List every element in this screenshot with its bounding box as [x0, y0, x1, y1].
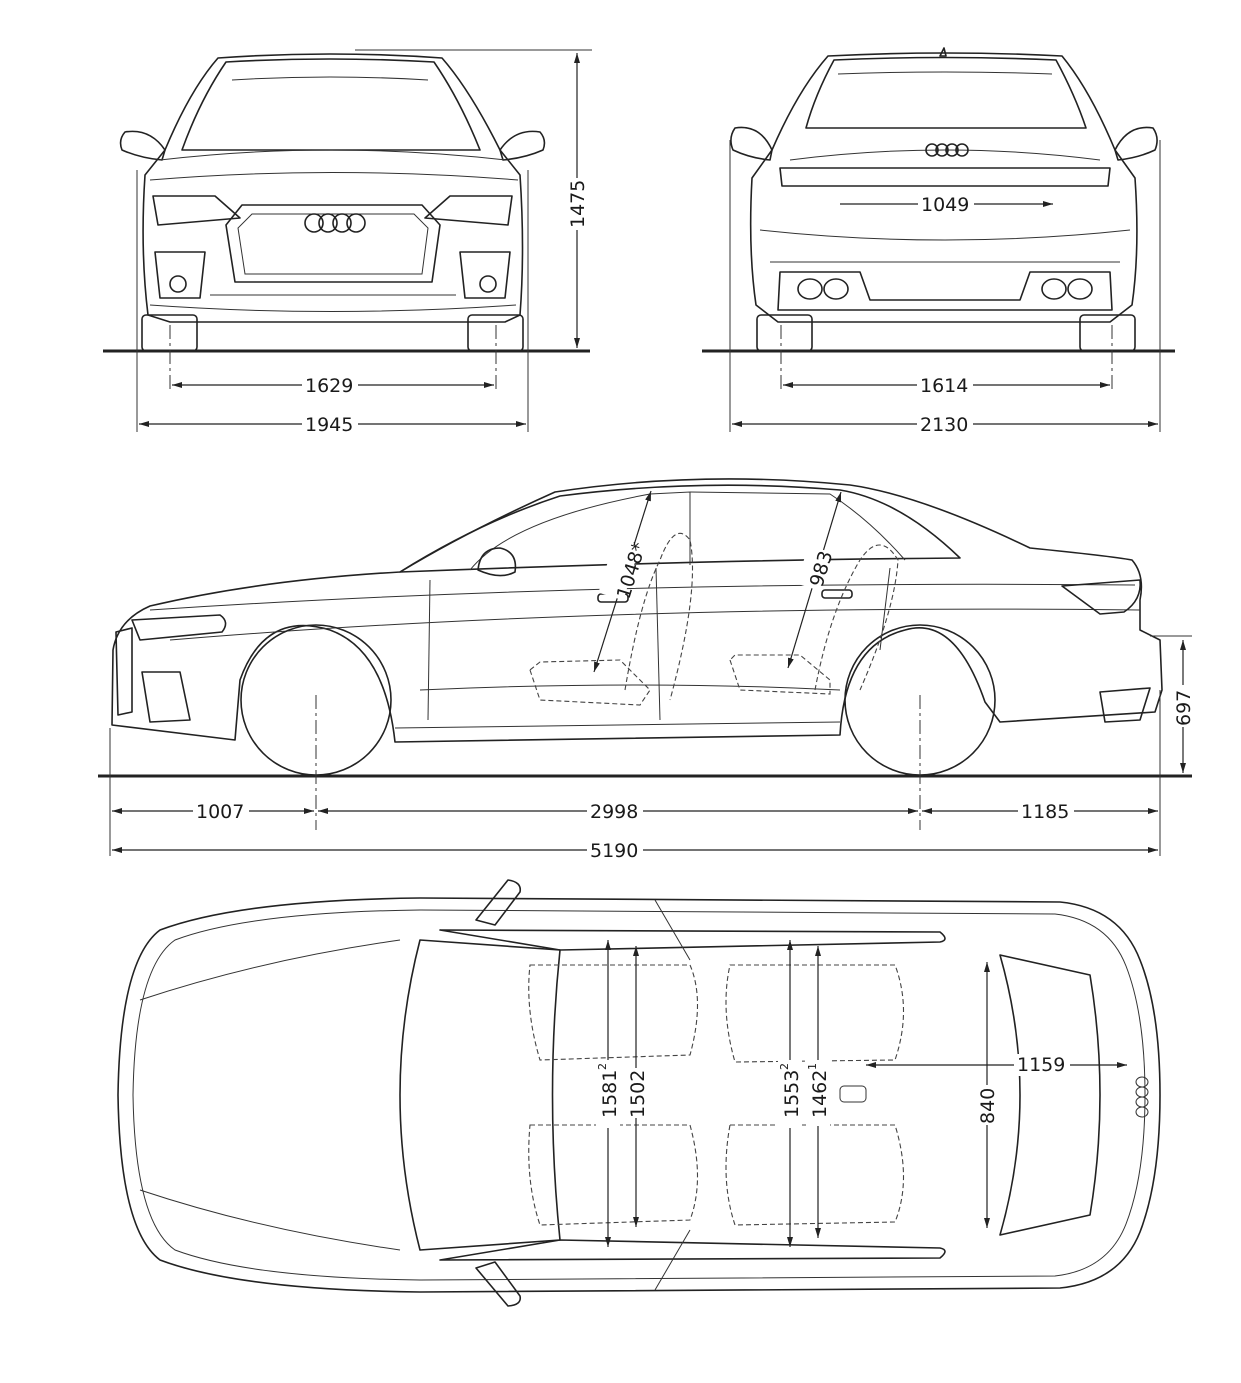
front-shoulder-label: 1581: [599, 1070, 621, 1118]
rear-track-label: 1614: [920, 375, 968, 397]
rear-elbow-label: 1462: [809, 1070, 831, 1118]
top-view: 1581 2 1502 1553 2 1462 1 1159 840: [117, 879, 1161, 1307]
front-view: 1475 1629 1945: [103, 49, 592, 436]
sill-height-label: 697: [1173, 690, 1195, 726]
front-track-label: 1629: [305, 375, 353, 397]
front-overhang-label: 1007: [196, 801, 244, 823]
front-width-label: 1945: [305, 414, 353, 436]
trunk-width-label: 840: [977, 1088, 999, 1124]
trunk-length-label: 1159: [1017, 1054, 1065, 1076]
wheelbase-label: 2998: [590, 801, 638, 823]
rear-shoulder-label: 1553: [781, 1070, 803, 1118]
rear-shoulder-sup: 2: [778, 1063, 791, 1070]
trunk-opening-label: 1049: [921, 194, 969, 216]
rear-elbow-sup: 1: [806, 1063, 819, 1070]
length-label: 5190: [590, 840, 638, 862]
rear-view: 1049 1614 2130: [702, 47, 1175, 436]
front-height-label: 1475: [567, 180, 589, 228]
mirror-width-label: 2130: [920, 414, 968, 436]
front-shoulder-sup: 2: [596, 1063, 609, 1070]
side-view: 1048* 983 697 1007 2998 1185 5190: [98, 478, 1195, 862]
front-elbow-label: 1502: [627, 1070, 649, 1118]
rear-overhang-label: 1185: [1021, 801, 1069, 823]
